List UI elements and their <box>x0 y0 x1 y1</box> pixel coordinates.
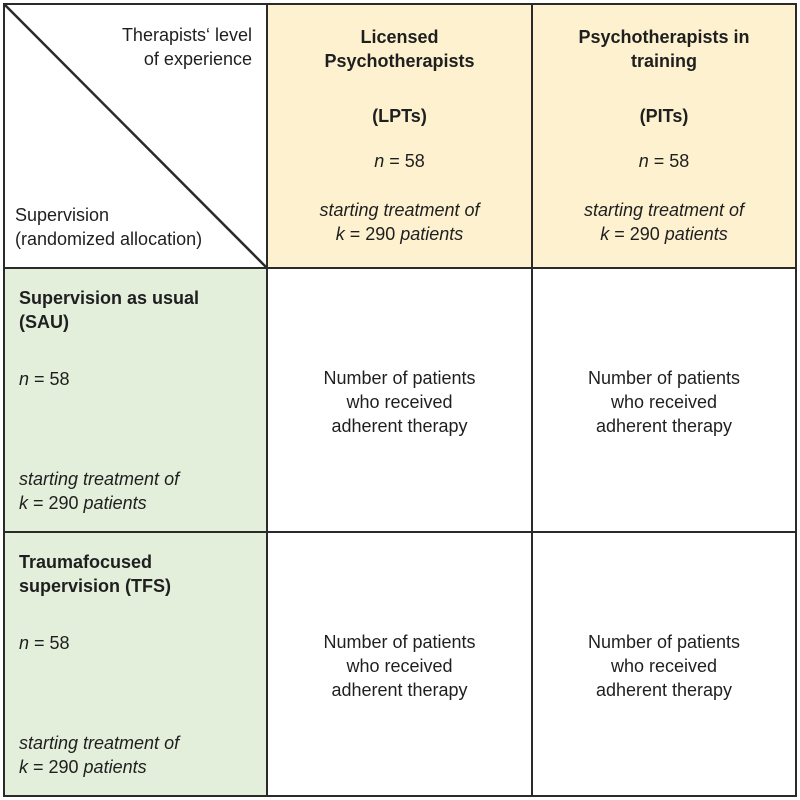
patient-count-line1: starting treatment of <box>19 469 180 489</box>
patient-count-line2: k = 290 patients <box>335 224 464 244</box>
row-title: Supervision as usual (SAU) <box>19 286 260 334</box>
outcome-line2: who received <box>610 392 718 412</box>
column-patient-count: starting treatment of k = 290 patients <box>268 198 531 246</box>
n-symbol: n <box>19 369 30 389</box>
outcome-text: Number of patients who received adherent… <box>268 366 531 438</box>
row-title-line2: (SAU) <box>19 312 69 332</box>
column-header-lpts: Licensed Psychotherapists (LPTs) n = 58 … <box>268 5 533 269</box>
outcome-line2: who received <box>610 656 718 676</box>
n-value: = 58 <box>384 151 425 171</box>
n-value: = 58 <box>29 633 70 653</box>
outcome-cell-sau-lpts: Number of patients who received adherent… <box>268 269 533 533</box>
outcome-text: Number of patients who received adherent… <box>533 366 795 438</box>
row-axis-label-line2: (randomized allocation) <box>15 229 203 249</box>
patient-count-line1: starting treatment of <box>19 733 180 753</box>
column-sample-size: n = 58 <box>268 149 531 173</box>
column-title: Licensed Psychotherapists <box>268 25 531 73</box>
n-value: = 58 <box>648 151 690 171</box>
column-axis-label-line1: Therapists‘ level <box>121 25 252 45</box>
row-header-sau: Supervision as usual (SAU) n = 58 starti… <box>5 269 268 533</box>
row-title-line1: Supervision as usual <box>19 288 200 308</box>
row-patient-count: starting treatment of k = 290 patients <box>19 731 179 779</box>
outcome-cell-tfs-pits: Number of patients who received adherent… <box>533 533 795 795</box>
column-axis-label-line2: of experience <box>143 49 252 69</box>
column-title-line1: Licensed <box>360 27 439 47</box>
row-title-line2: supervision (TFS) <box>19 576 172 596</box>
column-title-line2: Psychotherapists <box>324 51 475 71</box>
column-sample-size: n = 58 <box>533 149 795 173</box>
outcome-line1: Number of patients <box>323 368 476 388</box>
column-header-pits: Psychotherapists in training (PITs) n = … <box>533 5 795 269</box>
column-patient-count: starting treatment of k = 290 patients <box>533 198 795 246</box>
column-abbreviation: (PITs) <box>639 106 689 126</box>
row-title: Traumafocused supervision (TFS) <box>19 550 260 598</box>
outcome-line3: adherent therapy <box>595 416 733 436</box>
outcome-line2: who received <box>346 656 453 676</box>
outcome-line3: adherent therapy <box>595 680 733 700</box>
column-title: Psychotherapists in training <box>533 25 795 73</box>
n-value: = 58 <box>29 369 70 389</box>
row-title-line1: Traumafocused <box>19 552 153 572</box>
outcome-line3: adherent therapy <box>331 680 468 700</box>
outcome-line1: Number of patients <box>323 632 476 652</box>
column-axis-label: Therapists‘ level of experience <box>122 23 252 71</box>
column-abbreviation: (LPTs) <box>372 106 427 126</box>
row-axis-label-line1: Supervision <box>15 205 110 225</box>
n-symbol: n <box>19 633 30 653</box>
column-title-line1: Psychotherapists in <box>578 27 750 47</box>
column-title-line2: training <box>631 51 697 71</box>
n-symbol: n <box>638 151 649 171</box>
outcome-cell-tfs-lpts: Number of patients who received adherent… <box>268 533 533 795</box>
outcome-cell-sau-pits: Number of patients who received adherent… <box>533 269 795 533</box>
outcome-line2: who received <box>346 392 453 412</box>
row-sample-size: n = 58 <box>19 367 70 391</box>
outcome-line3: adherent therapy <box>331 416 468 436</box>
patient-count-line1: starting treatment of <box>583 200 745 220</box>
row-patient-count: starting treatment of k = 290 patients <box>19 467 179 515</box>
outcome-line1: Number of patients <box>587 632 741 652</box>
patient-count-line2: k = 290 patients <box>19 493 147 513</box>
study-design-table: Therapists‘ level of experience Supervis… <box>3 3 797 797</box>
row-axis-label: Supervision (randomized allocation) <box>15 203 202 251</box>
outcome-text: Number of patients who received adherent… <box>533 630 795 702</box>
diagonal-divider <box>5 5 266 267</box>
outcome-line1: Number of patients <box>587 368 741 388</box>
outcome-text: Number of patients who received adherent… <box>268 630 531 702</box>
patient-count-line1: starting treatment of <box>319 200 480 220</box>
row-header-tfs: Traumafocused supervision (TFS) n = 58 s… <box>5 533 268 795</box>
corner-cell: Therapists‘ level of experience Supervis… <box>5 5 268 269</box>
n-symbol: n <box>374 151 385 171</box>
patient-count-line2: k = 290 patients <box>600 224 728 244</box>
patient-count-line2: k = 290 patients <box>19 757 147 777</box>
row-sample-size: n = 58 <box>19 631 70 655</box>
